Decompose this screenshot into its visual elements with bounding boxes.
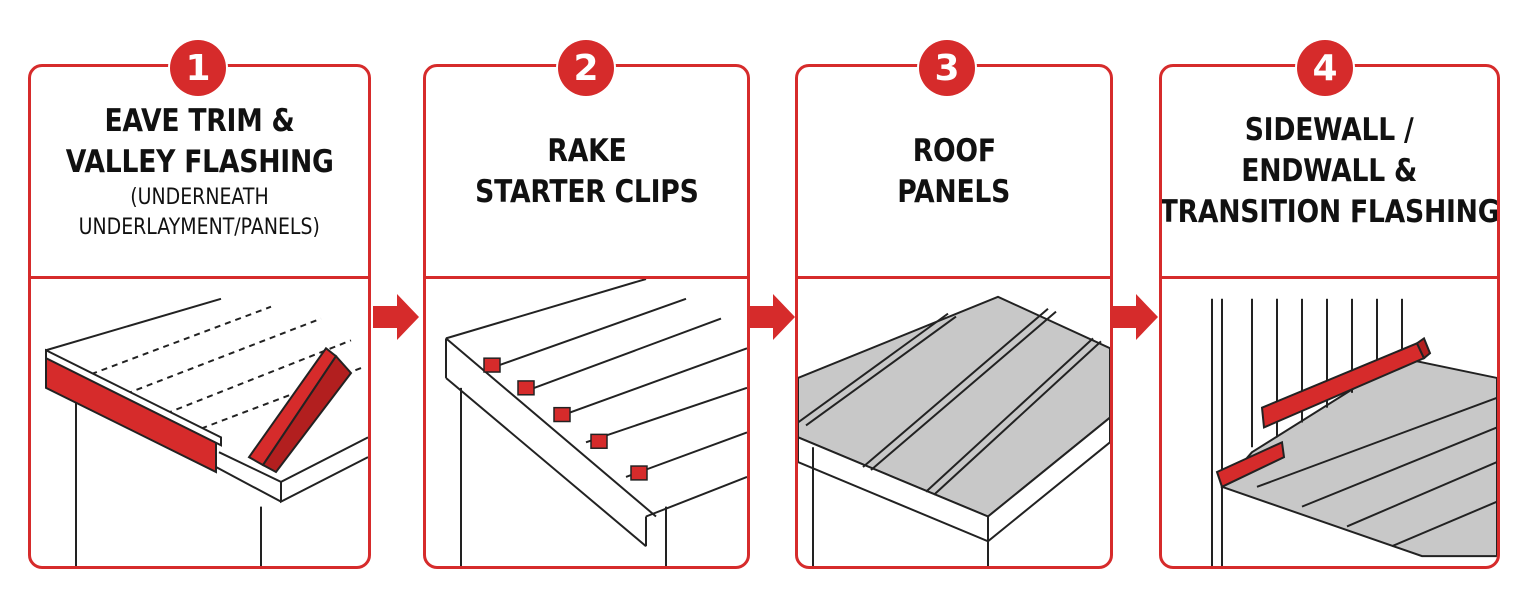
- step-1-title: EAVE TRIM & VALLEY FLASHING (UNDERNEATH …: [31, 67, 368, 276]
- step-2-number-badge: 2: [556, 38, 616, 98]
- arrow-right-icon: [1112, 294, 1158, 340]
- step-3-title-line-2: PANELS: [897, 173, 1011, 210]
- step-4-panel: SIDEWALL / ENDWALL & TRANSITION FLASHING: [1159, 64, 1500, 569]
- step-4-number-badge: 4: [1295, 38, 1355, 98]
- arrow-right-icon: [373, 294, 419, 340]
- step-1-title-line-1: EAVE TRIM &: [104, 102, 295, 139]
- step-4-title-line-1: SIDEWALL /: [1245, 112, 1414, 148]
- step-1-subtitle-line-1: (UNDERNEATH: [130, 184, 269, 210]
- step-4-number: 4: [1297, 40, 1353, 96]
- step-2-title-line-1: RAKE: [546, 132, 627, 169]
- step-4-title-line-3: TRANSITION FLASHING: [1159, 194, 1500, 230]
- step-3-number: 3: [919, 40, 975, 96]
- step-4-divider: [1162, 276, 1497, 279]
- step-4-title-line-2: ENDWALL &: [1241, 153, 1418, 189]
- step-1-number: 1: [170, 40, 226, 96]
- step-1-panel: EAVE TRIM & VALLEY FLASHING (UNDERNEATH …: [28, 64, 371, 569]
- step-3-number-badge: 3: [917, 38, 977, 98]
- step-2-panel: RAKE STARTER CLIPS: [423, 64, 750, 569]
- step-4-title: SIDEWALL / ENDWALL & TRANSITION FLASHING: [1162, 67, 1497, 276]
- step-3-title-line-1: ROOF: [912, 132, 996, 169]
- step-2-divider: [426, 276, 747, 279]
- roof-panels-illustration: [798, 279, 1110, 566]
- step-1-subtitle-line-2: UNDERLAYMENT/PANELS): [78, 214, 321, 240]
- step-1-title-line-2: VALLEY FLASHING: [65, 143, 334, 180]
- eave-trim-valley-flashing-illustration: [31, 279, 368, 566]
- sidewall-endwall-flashing-illustration: [1162, 279, 1497, 566]
- step-2-number: 2: [558, 40, 614, 96]
- step-3-title: ROOF PANELS: [798, 67, 1110, 276]
- arrow-right-icon: [749, 294, 795, 340]
- step-3-divider: [798, 276, 1110, 279]
- step-2-title: RAKE STARTER CLIPS: [426, 67, 747, 276]
- step-3-panel: ROOF PANELS: [795, 64, 1113, 569]
- rake-starter-clips-illustration: [426, 279, 747, 566]
- step-1-number-badge: 1: [168, 38, 228, 98]
- step-1-divider: [31, 276, 368, 279]
- step-2-title-line-2: STARTER CLIPS: [474, 173, 699, 210]
